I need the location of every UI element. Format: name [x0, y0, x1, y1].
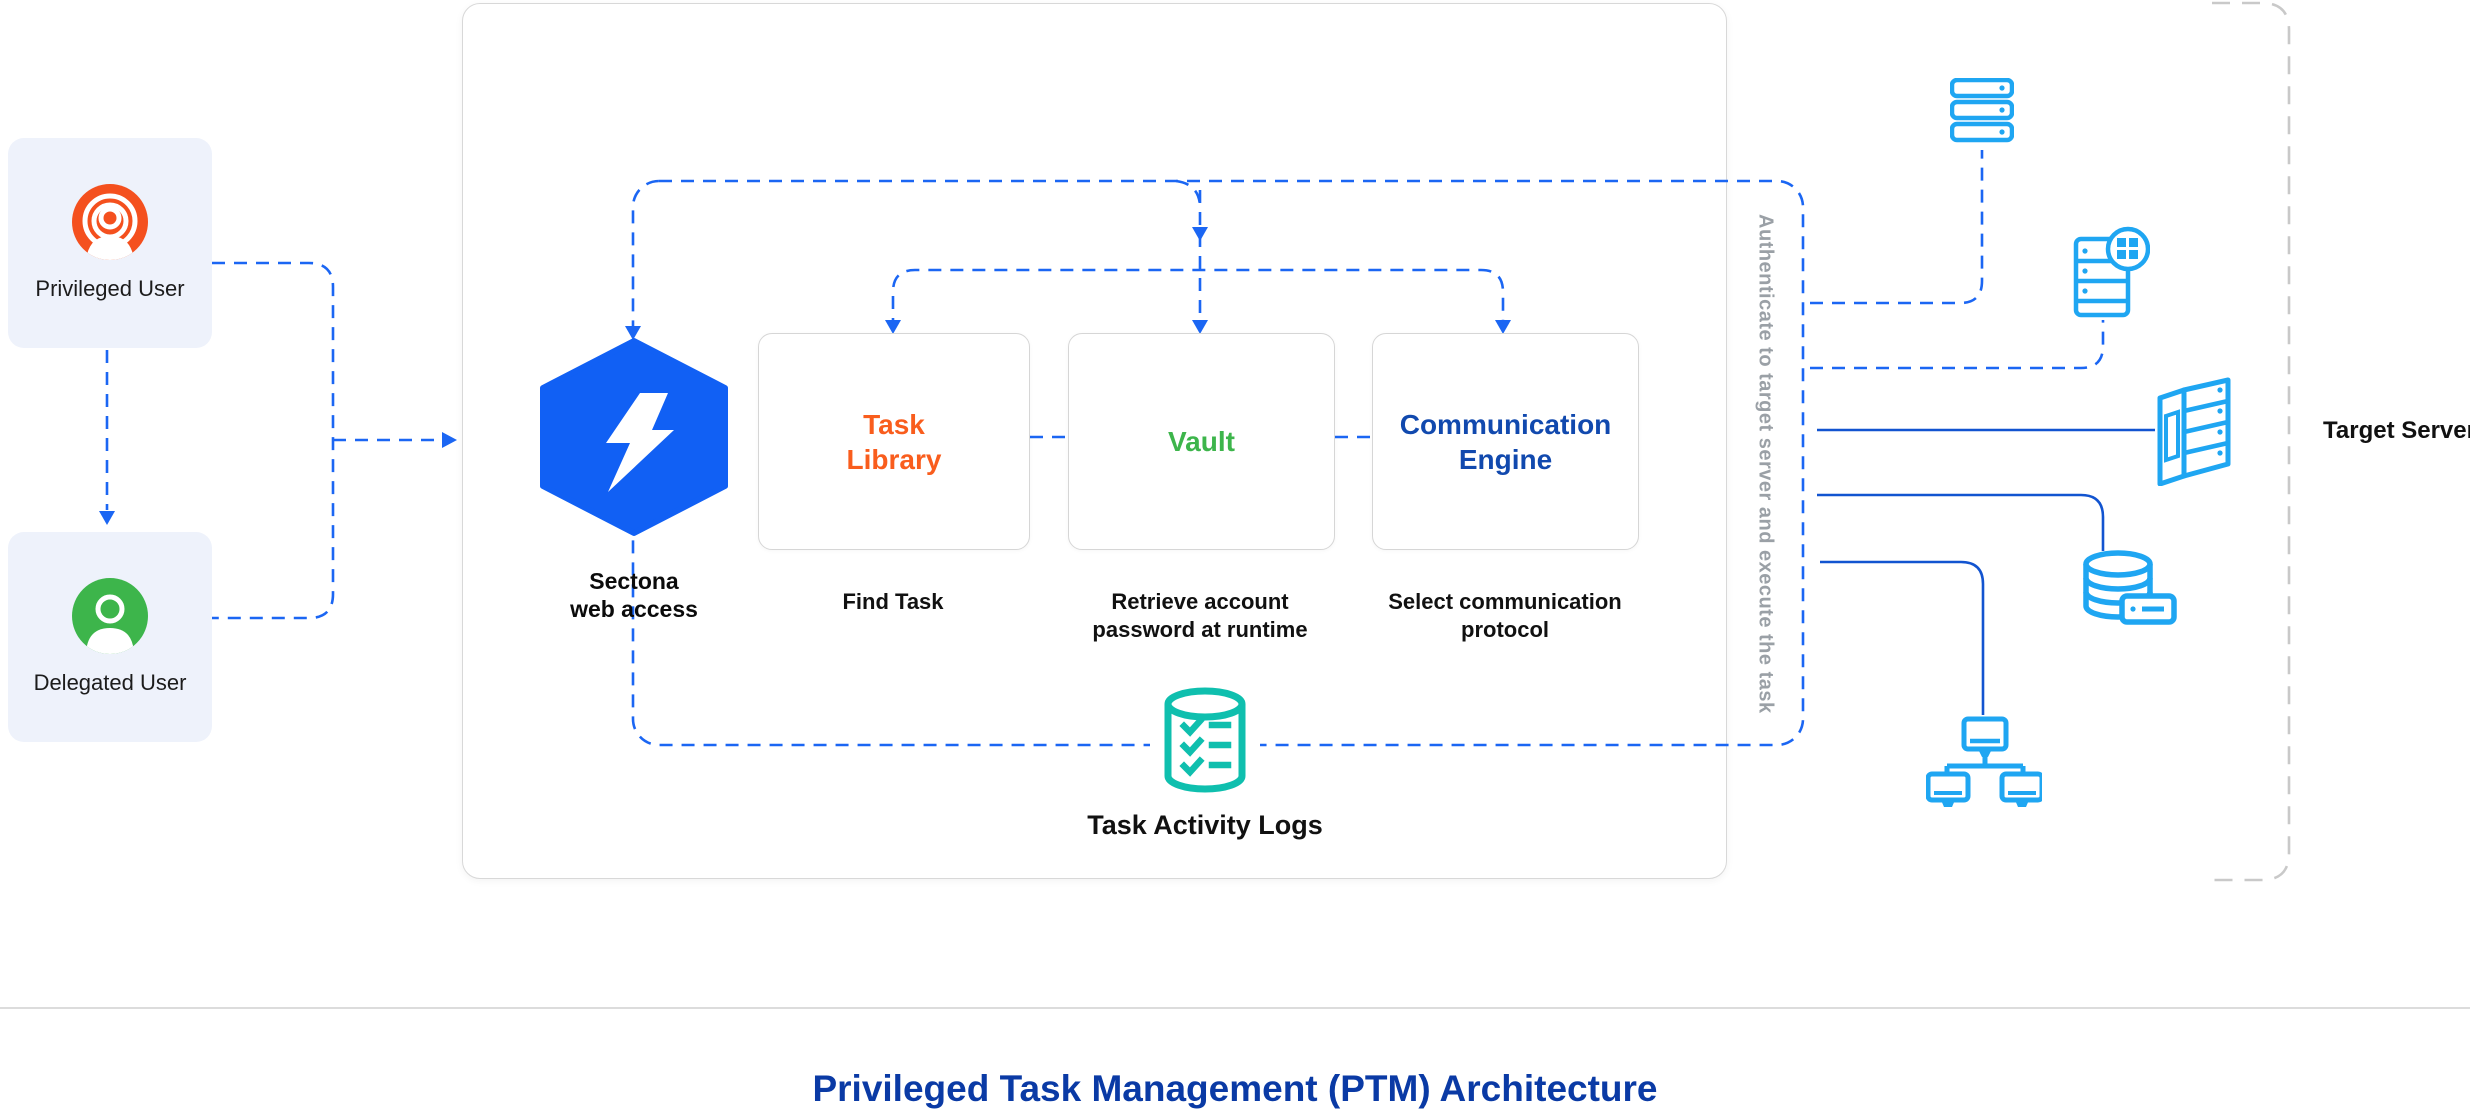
database-server-node — [2080, 550, 2178, 628]
module-task-library-label: Task Library — [846, 408, 942, 475]
sectona-hexagon-bolt-icon — [540, 338, 728, 536]
workstation-network-icon — [1926, 716, 2042, 807]
tower-server-icon — [2157, 377, 2231, 486]
page-title: Privileged Task Management (PTM) Archite… — [812, 1068, 1658, 1109]
delegated-user-card: Delegated User — [8, 532, 212, 742]
delegated-user-label: Delegated User — [33, 670, 187, 695]
authenticate-note: Authenticate to target server and execut… — [1754, 214, 1777, 714]
module-communication-engine-label: Communication Engine — [1399, 408, 1612, 475]
windows-server-node — [2072, 225, 2150, 319]
module-vault-label: Vault — [1168, 426, 1235, 457]
divider-line — [0, 1007, 2470, 1009]
privileged-user-icon — [72, 184, 148, 260]
caption-select-protocol: Select communication protocol — [1388, 589, 1622, 642]
workstation-network-node — [1926, 716, 2042, 810]
module-communication-engine: Communication Engine — [1372, 333, 1639, 550]
server-stack-node — [1950, 78, 2014, 144]
caption-retrieve-password: Retrieve account password at runtime — [1092, 589, 1308, 642]
task-activity-logs-database-icon — [1164, 687, 1246, 793]
module-task-library: Task Library — [758, 333, 1030, 550]
windows-server-icon — [2073, 226, 2150, 318]
sectona-web-access-node — [539, 337, 729, 537]
privileged-user-card: Privileged User — [8, 138, 212, 348]
tower-server-node — [2150, 370, 2236, 486]
module-vault: Vault — [1068, 333, 1335, 550]
sectona-web-access-label: Sectona web access — [570, 568, 698, 622]
caption-find-task: Find Task — [842, 589, 944, 614]
task-activity-logs-node — [1150, 682, 1260, 798]
delegated-user-icon — [72, 578, 148, 654]
task-activity-logs-label: Task Activity Logs — [1087, 810, 1323, 840]
database-server-icon — [2083, 550, 2177, 625]
privileged-user-label: Privileged User — [35, 276, 185, 301]
target-server-label: Target Server — [2323, 417, 2470, 444]
server-stack-icon — [1950, 78, 2014, 143]
